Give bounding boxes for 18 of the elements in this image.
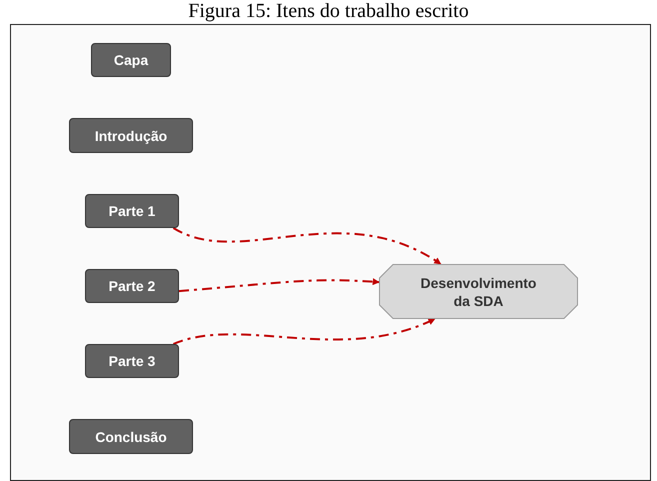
process-box (91, 43, 171, 77)
process-box (69, 419, 193, 454)
process-box (69, 118, 193, 153)
octagon-box (379, 264, 578, 319)
box-label: Parte 2 (108, 278, 156, 294)
dashed-arrow (172, 227, 442, 265)
process-box (85, 344, 179, 378)
box-label: Introdução (94, 128, 168, 144)
dashed-arrow (178, 278, 380, 292)
dashed-arrow (173, 318, 436, 345)
box-label: Conclusão (95, 428, 167, 444)
figure-title: Figura 15: Itens do trabalho escrito (187, 0, 470, 22)
box-label: Desenvolvimento da SDA (420, 274, 538, 310)
box-label: Parte 1 (108, 203, 156, 219)
box-label: Parte 3 (108, 353, 156, 369)
box-label: Capa (114, 52, 148, 68)
process-box (85, 269, 179, 303)
process-box (85, 194, 179, 228)
